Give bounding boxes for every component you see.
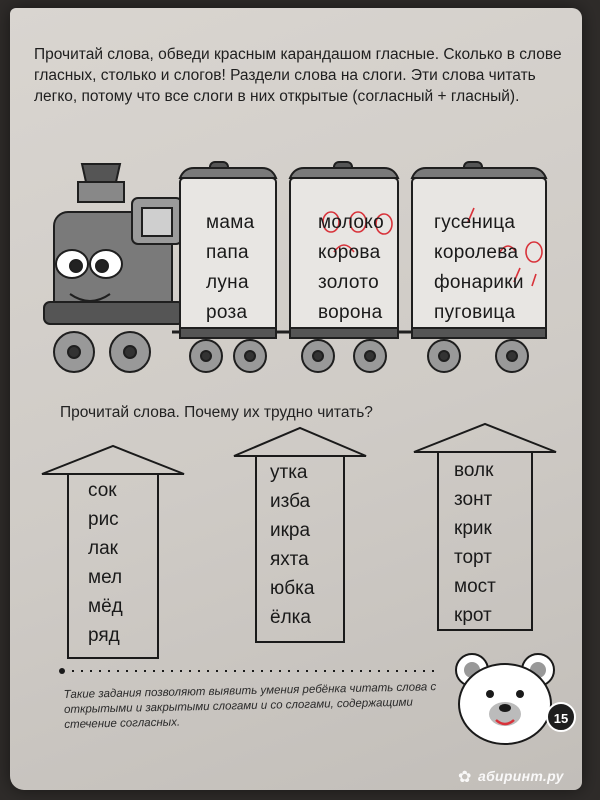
word: крик (454, 518, 492, 539)
word: юбка (270, 578, 315, 599)
word: пуговица (434, 302, 516, 323)
house-outline (413, 422, 557, 631)
teacher-note: Такие задания позволяют выявить умения р… (63, 681, 437, 731)
word: крот (454, 605, 492, 626)
watermark-logo-icon: ✿ (458, 769, 472, 786)
word: торт (454, 547, 492, 568)
word: мост (454, 576, 496, 597)
word: зонт (454, 489, 493, 510)
wagon-1-words: мама папа луна роза (206, 210, 254, 325)
word: луна (206, 272, 249, 293)
word: яхта (270, 549, 309, 570)
word: мел (88, 567, 123, 588)
train-illustration: мама папа луна роза молоко корова золото… (34, 152, 564, 388)
wagon-2 (288, 161, 400, 373)
train-drawing (43, 161, 548, 373)
word: ворона (318, 302, 383, 323)
wagon-3 (410, 161, 548, 373)
word: мёд (88, 596, 123, 617)
word: изба (270, 491, 311, 512)
word: лак (88, 538, 118, 559)
watermark-text: абиринт.ру (478, 768, 564, 784)
word: мама (206, 212, 255, 233)
word: роза (206, 302, 248, 323)
word: гусеница (434, 212, 516, 233)
word: фонарики (434, 272, 524, 293)
house-outline (233, 426, 367, 643)
word: икра (270, 520, 311, 541)
page-number: 15 (546, 702, 576, 732)
word: королева (434, 242, 519, 263)
house-1-words: сок рис лак мел мёд ряд (88, 478, 123, 648)
word: золото (318, 272, 379, 293)
wagon-3-words: гусеница королева фонарики пуговица (434, 210, 524, 325)
wagon-1 (178, 161, 278, 373)
task2-heading: Прочитай слова. Почему их трудно читать? (60, 404, 373, 421)
workbook-page: Прочитай слова, обведи красным карандашо… (10, 8, 582, 790)
house-2-words: утка изба икра яхта юбка ёлка (270, 460, 314, 630)
word: молоко (318, 212, 384, 233)
locomotive-wheels (53, 331, 151, 373)
word-house-3: волк зонт крик торт мост крот (410, 422, 560, 636)
red-pencil-marks (322, 207, 543, 287)
word: волк (454, 460, 494, 481)
house-outline (41, 444, 185, 659)
watermark: абиринт.ру (478, 768, 564, 784)
word: ряд (88, 625, 120, 646)
word: утка (270, 462, 308, 483)
word-house-1: сок рис лак мел мёд ряд (38, 444, 188, 664)
word: папа (206, 242, 249, 263)
word: рис (88, 509, 119, 530)
instruction-text: Прочитай слова, обведи красным карандашо… (34, 46, 562, 105)
wagon-2-words: молоко корова золото ворона (318, 210, 384, 325)
word-house-2: утка изба икра яхта юбка ёлка (230, 426, 370, 648)
word: ёлка (270, 607, 311, 628)
locomotive (43, 163, 185, 325)
bear-mascot-icon (455, 653, 555, 745)
word: сок (88, 480, 117, 501)
house-3-words: волк зонт крик торт мост крот (454, 458, 496, 628)
word: корова (318, 242, 381, 263)
dotted-separator (59, 668, 436, 674)
